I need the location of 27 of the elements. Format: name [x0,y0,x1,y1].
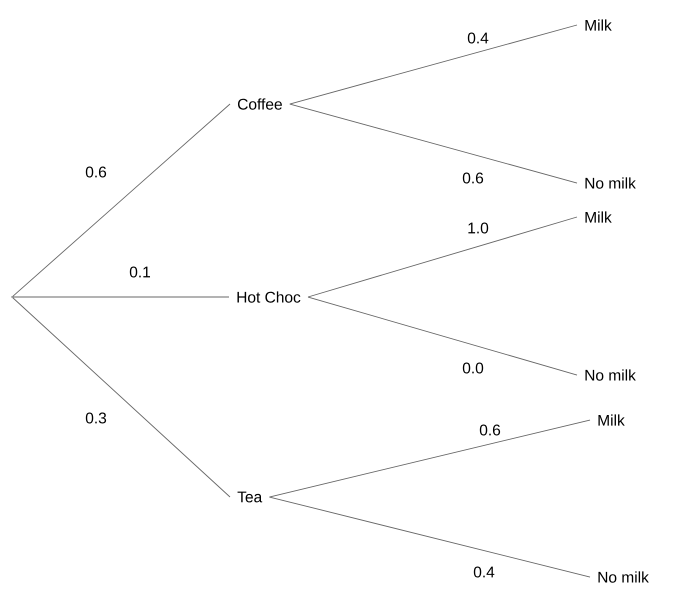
outcome-label: Hot Choc [237,291,300,303]
probability-label: 0.4 [468,32,488,44]
branch-line [12,296,230,298]
branch-line [289,104,578,184]
branch-line [268,496,590,578]
branch-line [268,420,590,498]
branch-line [308,296,578,376]
probability-label: 0.6 [480,424,500,436]
outcome-label: Milk [598,414,625,426]
outcome-label: Milk [585,19,612,31]
probability-label: 0.1 [130,266,150,278]
outcome-label: No milk [585,369,636,381]
outcome-label: No milk [585,177,636,189]
branch-line [289,24,578,104]
probability-label: 0.4 [474,566,494,578]
branch-line [12,104,230,297]
outcome-label: Coffee [238,98,282,110]
outcome-label: Milk [585,211,612,223]
probability-label: 0.6 [462,172,484,184]
branch-line [308,216,578,298]
branch-line [12,297,230,498]
probability-label: 1.0 [468,222,488,234]
outcome-label: No milk [598,571,649,583]
outcome-label: Tea [238,492,262,502]
probability-label: 0.0 [462,362,484,374]
probability-label: 0.6 [86,166,106,178]
probability-label: 0.3 [86,412,106,424]
